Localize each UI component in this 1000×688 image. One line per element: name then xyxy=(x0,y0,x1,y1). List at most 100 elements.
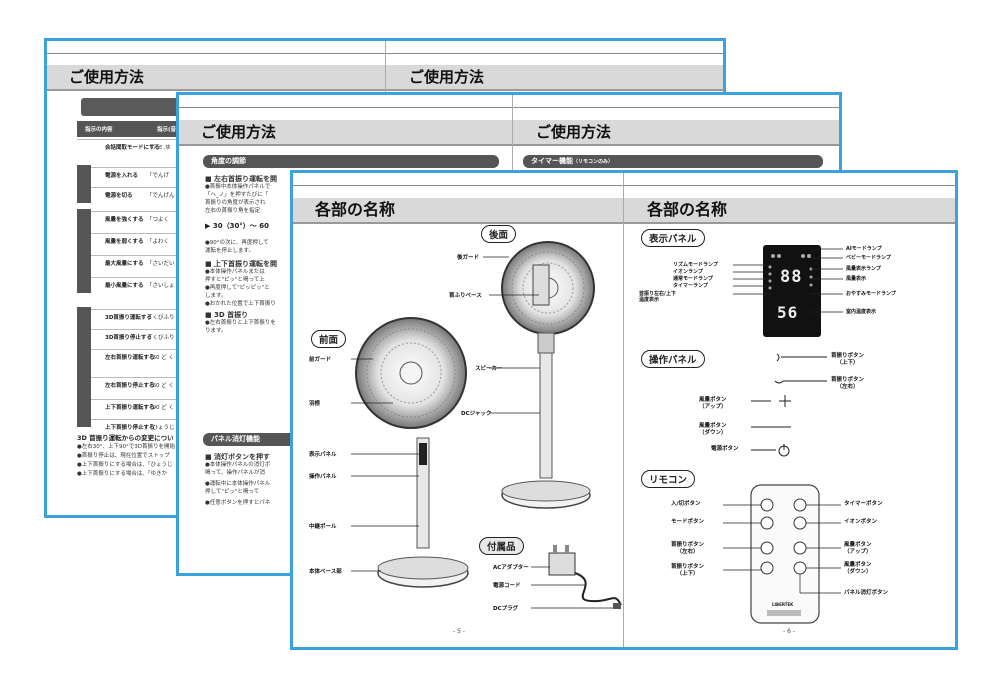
text-line: ります。 xyxy=(205,328,227,334)
remote-button-sub: （左右） xyxy=(676,549,699,555)
display-right-label: 風量表示ランプ xyxy=(846,266,881,272)
display-right-label: ベビーモードランプ xyxy=(846,255,891,261)
remote-button-sub: （アップ） xyxy=(844,549,872,555)
remote-button-name: 入/切ボタン xyxy=(671,501,701,507)
display-left-label: 温度表示 xyxy=(639,297,660,303)
text-line: 押して"ピッ"と鳴って xyxy=(205,489,260,495)
table-group-marker xyxy=(77,307,91,427)
right-header: 各部の名称 xyxy=(625,198,955,224)
table-head-1: 指示の内容 xyxy=(85,127,113,133)
right-title: ご使用方法 xyxy=(409,68,485,86)
table-row-divider xyxy=(77,309,177,310)
text-line: ●本体操作パネルまたは xyxy=(205,269,265,275)
text-line: 鳴って、操作パネルが消 xyxy=(205,470,265,476)
control-part-sub: （ダウン） xyxy=(699,430,727,436)
front-fan-drawing xyxy=(355,317,469,588)
display-left-label: イオンランプ xyxy=(673,269,703,275)
leader-lines xyxy=(351,256,613,609)
text-line: 首振りの角度が表示され xyxy=(205,200,266,206)
table-row-text: 「ひょうじ xyxy=(147,425,175,431)
section-title-panel-off: パネル消灯機能 xyxy=(211,435,260,443)
rear-part-label: スピーカー xyxy=(475,366,503,372)
remote-left-label: 入/切ボタン xyxy=(671,501,701,508)
remote-heading: リモコン xyxy=(641,468,696,488)
control-part-label: 首振りボタン（左右） xyxy=(831,377,864,391)
control-part-sub: （左右） xyxy=(836,384,859,390)
left-title: ご使用方法 xyxy=(201,123,277,141)
front-part-label: 中継ポール xyxy=(309,524,337,530)
table-row-divider xyxy=(77,187,177,188)
text-line: ●おかれた位置で上下首振り xyxy=(205,301,276,307)
accessory-item-label: ACアダプター xyxy=(493,565,529,571)
remote-label: リモコン xyxy=(641,470,696,488)
remote-right-label: 風量ボタン（アップ） xyxy=(844,542,872,556)
rear-fan-drawing xyxy=(501,241,595,509)
control-part-name: 首振りボタン xyxy=(831,353,865,359)
table-row-label: 風量を強くする xyxy=(105,217,144,223)
front-part-label: 羽根 xyxy=(309,401,321,407)
remote-button-name: イオンボタン xyxy=(844,519,878,525)
remote-button-sub: （上下） xyxy=(676,571,699,577)
display-panel-drawing xyxy=(763,245,821,337)
timer-subtitle: （リモコンのみ） xyxy=(573,159,614,165)
remote-left-label: モードボタン xyxy=(671,519,704,526)
text-line: 「ヘ_ノ」を押すたびに「 xyxy=(205,192,269,198)
table-group-marker xyxy=(77,165,91,203)
page-divider xyxy=(623,173,624,647)
text-line: 運転を停止します。 xyxy=(205,248,254,254)
table-head-2: 指示(音声) xyxy=(157,127,185,133)
remote-button-name: 風量ボタン xyxy=(844,542,872,548)
table-row-text: 「アミ,ゆ xyxy=(147,145,171,151)
table-row-label: 左右首振り運転する xyxy=(105,355,155,361)
note-heading: 3D 首振り運転からの変更につい xyxy=(77,434,174,442)
page-number-right: - 6 - xyxy=(783,628,795,635)
table-row-divider xyxy=(77,139,177,140)
subhead-up-down: ■ 上下首振り運転を開 xyxy=(205,260,278,268)
control-panel-symbols xyxy=(751,353,827,457)
control-part-name: 風量ボタン xyxy=(699,397,727,403)
section-bar-angle: 角度の調節 xyxy=(203,155,499,168)
table-row-divider xyxy=(77,349,177,350)
remote-left-label: 首振りボタン（左右） xyxy=(671,542,704,556)
table-row-text: 「でんげん xyxy=(147,193,175,199)
top-rule xyxy=(293,185,955,186)
front-section-label: 前面 xyxy=(311,328,347,348)
control-part-name: 首振りボタン xyxy=(831,377,865,383)
table-row-text: 「さいだい xyxy=(147,261,175,267)
display-panel-heading: 表示パネル xyxy=(641,227,705,247)
table-row-label: 会話聞取モードにする xyxy=(105,145,161,151)
remote-right-label: パネル消灯ボタン xyxy=(844,590,888,597)
table-row-text: 「よわく xyxy=(147,239,170,245)
control-part-label: 首振りボタン（上下） xyxy=(831,353,864,367)
manual-page-sheet-front: 各部の名称 各部の名称 xyxy=(290,170,958,650)
text-line: ●本体操作パネルの消灯ボ xyxy=(205,462,271,468)
display-right-label: AIモードランプ xyxy=(846,246,882,252)
table-row-divider xyxy=(77,399,177,400)
section-bar-timer: タイマー機能（リモコンのみ） xyxy=(523,155,823,168)
front-part-label: 操作パネル xyxy=(309,474,337,480)
display-left-label: 首振り左右/上下 xyxy=(639,291,676,297)
display-left-label: リズムモードランプ xyxy=(673,262,718,268)
display-left-label: タイマーランプ xyxy=(673,283,708,289)
right-title: 各部の名称 xyxy=(647,200,728,219)
control-part-name: 風量ボタン xyxy=(699,423,727,429)
text-line: します。 xyxy=(205,293,227,299)
table-row-divider xyxy=(77,211,177,212)
control-part-sub: （上下） xyxy=(836,360,859,366)
left-title: 各部の名称 xyxy=(315,200,396,219)
table-row-divider xyxy=(77,329,177,330)
text-line: ●運転中に本体操作パネル xyxy=(205,481,271,487)
table-row-label: 上下首振り運転する xyxy=(105,405,155,411)
table-row-label: 3D首振り運転する xyxy=(105,315,152,321)
remote-brand: LIBERTEK xyxy=(772,602,794,607)
remote-button-name: 風量ボタン xyxy=(844,562,872,568)
section-title-timer: タイマー機能（リモコンのみ） xyxy=(531,156,613,166)
remote-button-name: 首振りボタン xyxy=(671,542,705,548)
accessory-item-label: DCプラグ xyxy=(493,606,519,612)
right-title: ご使用方法 xyxy=(536,123,612,141)
control-part-label: 電源ボタン xyxy=(711,446,739,453)
remote-left-label: 首振りボタン（上下） xyxy=(671,564,704,578)
table-row-text: 「くびふり xyxy=(147,335,175,341)
rear-part-label: DCジャック xyxy=(461,411,492,417)
table-row-text: 「くびふり xyxy=(147,315,175,321)
